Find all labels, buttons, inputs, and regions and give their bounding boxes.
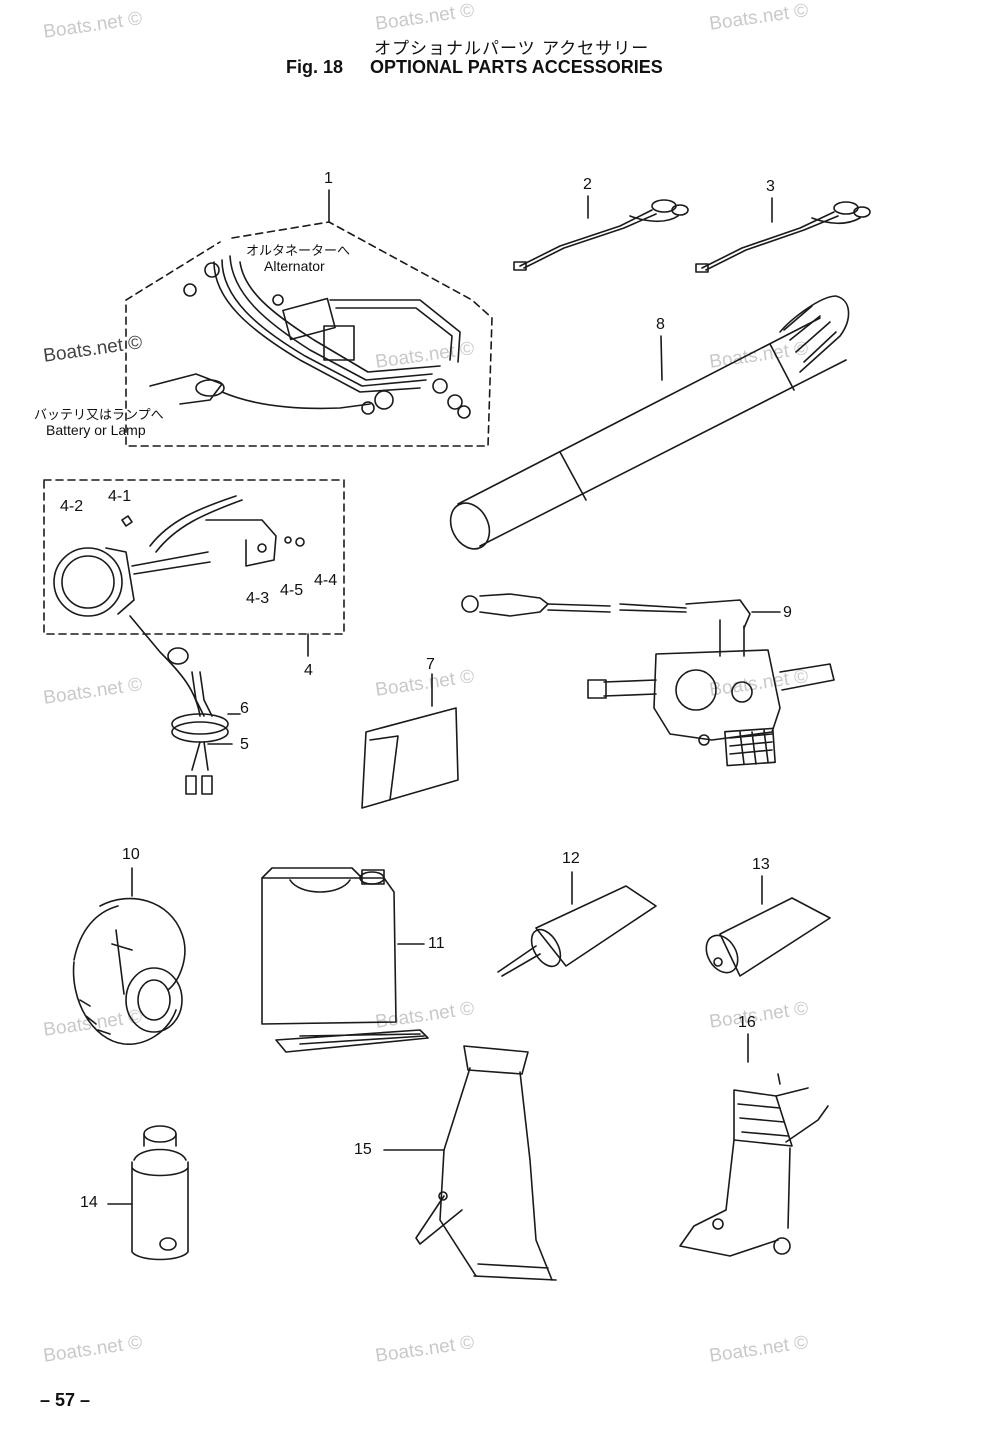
callout-4-1: 4-1 [108,488,132,505]
callout-8: 8 [656,316,665,333]
alternator-note-en: Alternator [264,258,325,274]
part-13-tube [705,875,831,977]
callout-3: 3 [766,178,775,195]
callout-1: 1 [324,170,333,187]
callout-16: 16 [738,1014,756,1031]
callout-4-5: 4-5 [280,582,304,599]
page-title: Fig. 18 OPTIONAL PARTS ACCESSORIES [286,57,663,78]
part-5-6-connector [171,671,241,795]
callout-12: 12 [562,850,580,867]
callout-4: 4 [304,662,313,679]
alternator-note-jp: オルタネーターへ [246,244,351,259]
part-15-stand [383,1045,557,1281]
part-9-remote-control [461,593,835,767]
callout-6: 6 [240,700,249,717]
part-10-starter-pulley [72,867,186,1045]
callout-5: 5 [240,736,249,753]
callout-10: 10 [122,846,140,863]
part-3-cable [695,197,871,273]
figure-number: Fig. 18 [286,57,344,77]
callout-4-3: 4-3 [246,590,270,607]
page-number: – 57 – [40,1390,91,1410]
callout-15: 15 [354,1141,372,1158]
battery-note-jp: バッテリ又はランプへ [34,408,164,423]
part-7-sheet [361,673,459,809]
part-11-fuel-tank [261,867,429,1053]
callout-13: 13 [752,856,770,873]
callout-4-4: 4-4 [314,572,338,589]
callout-14: 14 [80,1194,98,1211]
figure-title: OPTIONAL PARTS ACCESSORIES [370,57,663,77]
part-16-cart [679,1033,829,1257]
part-14-can [107,1125,189,1261]
callout-11: 11 [428,935,445,952]
part-4-meter-kit [43,479,345,717]
callout-4-2: 4-2 [60,498,84,515]
part-12-grease-tube [497,871,657,977]
callout-7: 7 [426,656,435,673]
title-japanese: オプショナルパーツ アクセサリー [374,39,650,59]
battery-note-en: Battery or Lamp [46,422,146,438]
callout-9: 9 [783,604,792,621]
part-8-tiller-extension [449,295,850,550]
part-2-cable [513,195,689,271]
part-1-wiring-harness [125,189,493,447]
callout-2: 2 [583,176,592,193]
